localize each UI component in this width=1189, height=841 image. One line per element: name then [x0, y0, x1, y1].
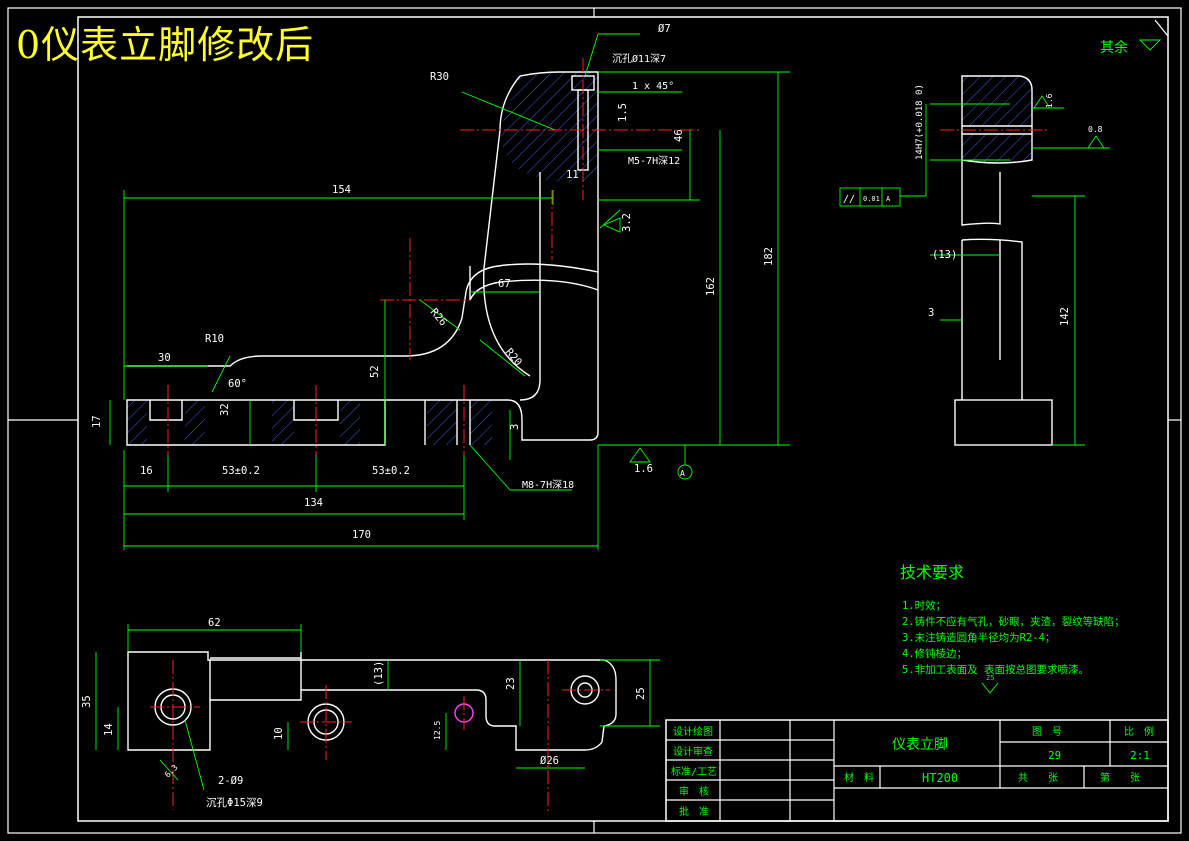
side-view: (13) 3 142 14H7(+0.018 0) 1.6 0.8 // 0.0… [839, 39, 1162, 446]
tech-requirements: 技术要求 1.时效； 2.铸件不应有气孔，砂眼，夹渣，裂纹等缺陷； 3.未注铸造… [900, 563, 1125, 694]
surface-note: 其余 [1100, 39, 1128, 56]
svg-text:A: A [886, 195, 891, 203]
svg-text:审 核: 审 核 [679, 785, 709, 798]
svg-text:沉孔Φ15深9: 沉孔Φ15深9 [206, 796, 263, 809]
svg-text:R30: R30 [430, 71, 449, 83]
svg-text:52: 52 [369, 365, 381, 378]
front-hatch [127, 72, 598, 445]
tech-item-2: 2.铸件不应有气孔，砂眼，夹渣，裂纹等缺陷； [902, 615, 1125, 628]
counterbore-note: 沉孔Ø11深7 [612, 52, 666, 65]
svg-text:30: 30 [158, 352, 171, 364]
svg-text:设计审查: 设计审查 [673, 745, 713, 758]
svg-text:25: 25 [986, 674, 994, 682]
svg-text:标准/工艺: 标准/工艺 [671, 766, 717, 778]
svg-text:A: A [680, 469, 685, 478]
svg-text:1.6: 1.6 [1045, 93, 1054, 108]
scale-value: 2:1 [1130, 749, 1150, 762]
part-name: 仪表立脚 [892, 737, 948, 753]
svg-text:134: 134 [304, 497, 323, 509]
svg-text:10: 10 [273, 727, 285, 740]
front-dimension-lines [109, 33, 790, 550]
title-block: 设计绘图 设计审查 标准/工艺 审 核 批 准 仪表立脚 图 号 比 例 29 … [665, 719, 1169, 822]
tech-item-3: 3.未注铸造圆角半径均为R2-4； [902, 631, 1055, 644]
front-centerlines [167, 58, 700, 455]
svg-text:Ø26: Ø26 [540, 755, 559, 767]
svg-text://: // [843, 194, 855, 205]
svg-text:R20: R20 [503, 346, 524, 368]
top-view: 62 35 14 10 12.5 (13) 23 25 Ø26 6.3 2-Ø9… [81, 617, 660, 812]
svg-text:Ø7: Ø7 [658, 23, 671, 35]
svg-text:(13): (13) [932, 249, 957, 261]
tech-item-5: 5.非加工表面及 表面按总图要求喷漆。 [902, 663, 1089, 676]
svg-text:2-Ø9: 2-Ø9 [218, 775, 243, 787]
svg-text:(13): (13) [373, 661, 385, 686]
svg-text:11: 11 [566, 169, 579, 181]
svg-text:材 料: 材 料 [844, 771, 874, 784]
svg-text:23: 23 [505, 677, 517, 690]
svg-text:142: 142 [1059, 307, 1071, 326]
svg-text:3.2: 3.2 [621, 213, 633, 232]
front-view: 154 67 30 R10 60° 32 17 52 R26 R20 R30 1… [91, 23, 790, 550]
svg-text:批 准: 批 准 [679, 805, 709, 818]
drawing-number: 29 [1048, 749, 1061, 762]
thread-bottom-note: M8-7H深18 [522, 479, 574, 491]
svg-text:0.8: 0.8 [1088, 125, 1103, 134]
svg-text:1.5: 1.5 [617, 103, 629, 122]
svg-text:62: 62 [208, 617, 221, 629]
svg-text:170: 170 [352, 529, 371, 541]
svg-text:32: 32 [219, 403, 231, 416]
svg-text:14: 14 [103, 723, 115, 736]
svg-text:第 张: 第 张 [1100, 771, 1140, 784]
svg-text:17: 17 [91, 415, 103, 428]
svg-text:182: 182 [763, 247, 775, 266]
svg-text:3: 3 [509, 424, 521, 430]
svg-text:16: 16 [140, 465, 153, 477]
svg-text:154: 154 [332, 184, 351, 196]
drawing-frame [7, 7, 1182, 834]
tech-title: 技术要求 [900, 563, 964, 582]
svg-text:6.3: 6.3 [163, 763, 180, 780]
tech-item-4: 4.修钝棱边； [902, 647, 967, 660]
svg-text:35: 35 [81, 695, 93, 708]
chamfer-note: 1 x 45° [632, 81, 674, 92]
front-dimension-text: 154 67 30 R10 60° 32 17 52 R26 R20 R30 1… [91, 23, 775, 541]
svg-text:R26: R26 [428, 306, 449, 328]
svg-text:162: 162 [705, 277, 717, 296]
svg-text:图 号: 图 号 [1032, 726, 1062, 738]
front-notes: 沉孔Ø11深7 1 x 45° M5-7H深12 M8-7H深18 [522, 52, 680, 491]
svg-text:67: 67 [498, 278, 511, 290]
svg-text:比 例: 比 例 [1124, 725, 1154, 738]
svg-text:共 张: 共 张 [1018, 772, 1058, 784]
svg-text:46: 46 [673, 129, 685, 142]
svg-text:1.6: 1.6 [634, 463, 653, 475]
tech-item-1: 1.时效； [902, 599, 946, 612]
material-value: HT200 [922, 771, 958, 785]
svg-text:14H7(+0.018 0): 14H7(+0.018 0) [915, 84, 925, 160]
overlay-title: 0仪表立脚修改后 [16, 23, 315, 67]
svg-text:53±0.2: 53±0.2 [222, 465, 260, 477]
svg-text:12.5: 12.5 [433, 721, 442, 740]
thread-top-note: M5-7H深12 [628, 155, 680, 167]
svg-text:25: 25 [635, 687, 647, 700]
svg-text:60°: 60° [228, 378, 247, 390]
svg-text:3: 3 [928, 307, 934, 319]
svg-text:设计绘图: 设计绘图 [673, 725, 713, 738]
svg-text:0.01: 0.01 [863, 195, 880, 203]
svg-text:53±0.2: 53±0.2 [372, 465, 410, 477]
svg-text:R10: R10 [205, 333, 224, 345]
